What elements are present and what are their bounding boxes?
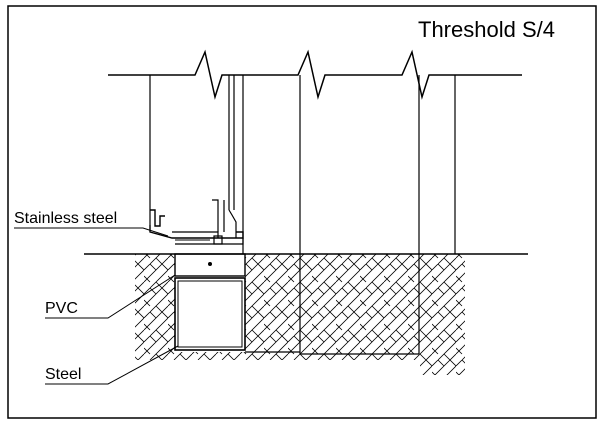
drawing-title: Threshold S/4 (418, 17, 555, 42)
ground-hatch (135, 254, 465, 375)
steel-leader (45, 345, 179, 385)
steel-channel (174, 277, 246, 351)
upper-break-line (108, 49, 522, 100)
pvc-leader (45, 274, 176, 319)
label-steel: Steel (45, 366, 81, 383)
pvc-cover (174, 253, 246, 277)
drawing-frame (7, 5, 597, 419)
trench-outline (245, 351, 419, 355)
label-pvc: PVC (45, 300, 78, 317)
stainless-steel-sill (149, 199, 244, 245)
stainless-steel-leader (14, 227, 169, 237)
label-stainless-steel: Stainless steel (14, 210, 117, 227)
